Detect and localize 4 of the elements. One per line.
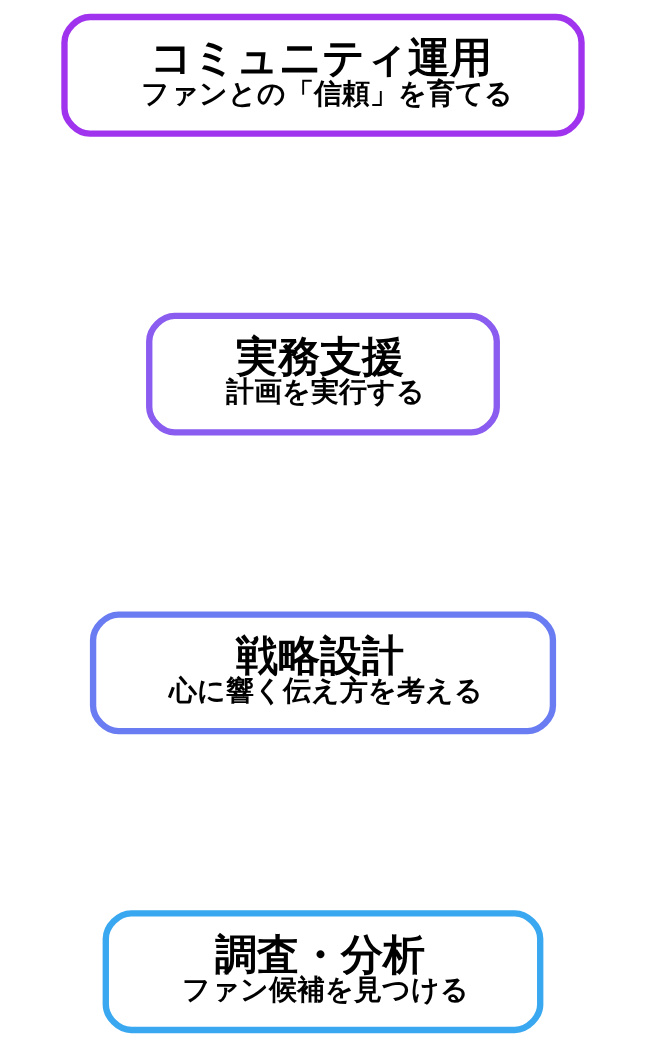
node-box: 実務支援 計画を実行する [145,312,500,436]
node-box: 調査・分析 ファン候補を見つける [102,910,543,1034]
node-box: 戦略設計 心に響く伝え方を考える [89,611,556,735]
node-box: コミュニティ運用 ファンとの「信頼」を育てる [60,13,585,137]
